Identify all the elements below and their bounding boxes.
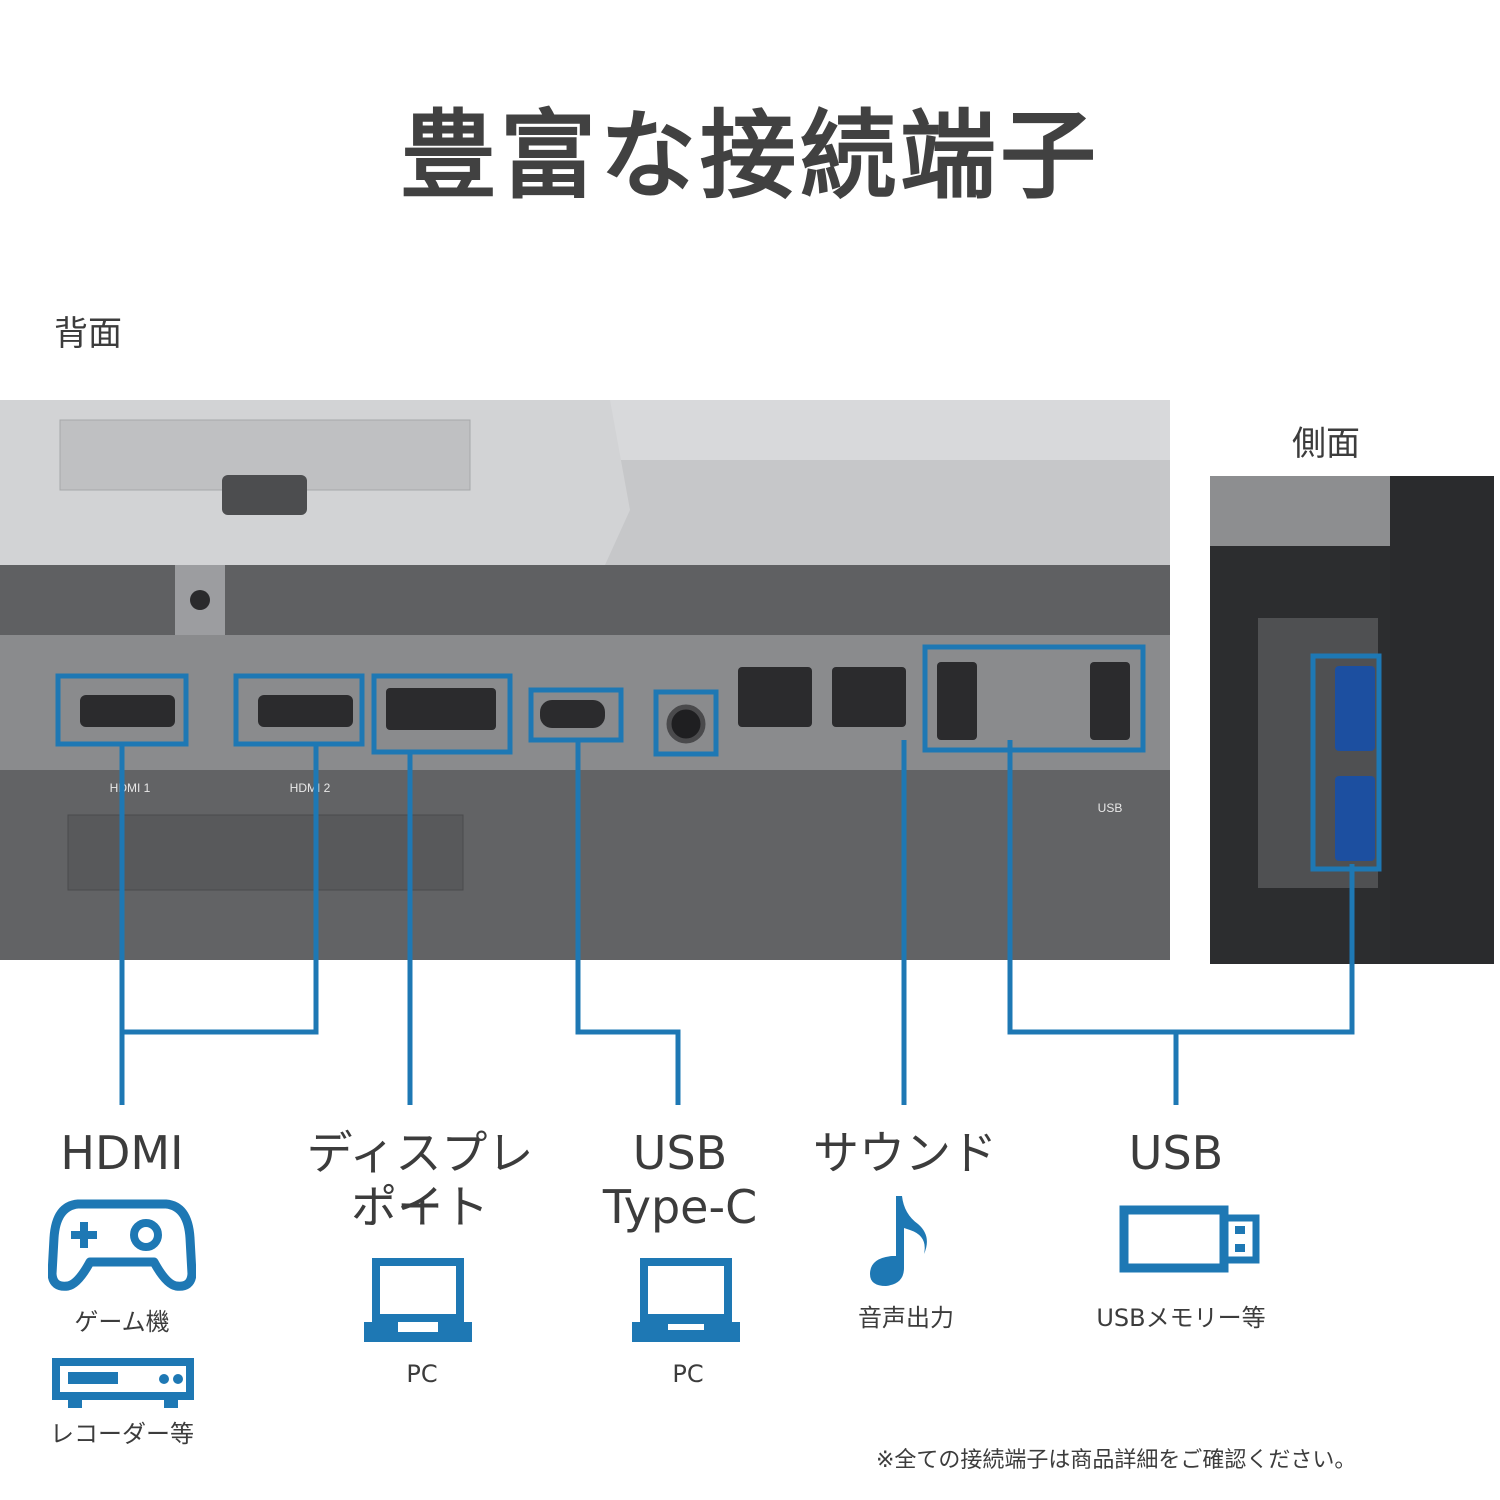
hdmi-label: HDMI: [60, 1126, 184, 1180]
footnote: ※全ての接続端子は商品詳細をご確認ください。: [876, 1448, 1357, 1473]
rear-panel-image: HDMI 1 HDMI 2 USB: [0, 400, 1170, 960]
displayport-label-line1: ディスプレイ: [306, 1126, 534, 1234]
side-label: 側面: [1292, 424, 1360, 464]
usb-stick-icon: [1119, 1205, 1260, 1273]
hdmi-use-game: ゲーム機: [74, 1308, 170, 1336]
usbc-label-line1: USB: [632, 1126, 728, 1180]
usb-use: USBメモリー等: [1096, 1304, 1266, 1332]
sound-label: サウンド: [813, 1126, 997, 1180]
connector-lines: [119, 740, 1355, 1105]
music-note-icon: [870, 1196, 927, 1286]
hdmi-use-recorder: レコーダー等: [50, 1420, 194, 1448]
hdmi2-port-label: HDMI 2: [290, 781, 331, 795]
laptop-icon-dp: [364, 1258, 472, 1342]
sound-use: 音声出力: [858, 1304, 954, 1332]
usb-label: USB: [1128, 1126, 1224, 1180]
gamepad-icon: [48, 1199, 196, 1291]
page-title: 豊富な接続端子: [400, 100, 1100, 212]
usbc-label-line2: Type-C: [602, 1180, 758, 1234]
displayport-use: PC: [406, 1360, 438, 1388]
recorder-icon: [52, 1358, 194, 1408]
usb-port-label: USB: [1098, 801, 1123, 815]
displayport-label-line2: ポート: [351, 1180, 489, 1234]
laptop-icon-usbc: [632, 1258, 740, 1342]
rear-label: 背面: [54, 314, 122, 354]
usbc-use: PC: [672, 1360, 704, 1388]
